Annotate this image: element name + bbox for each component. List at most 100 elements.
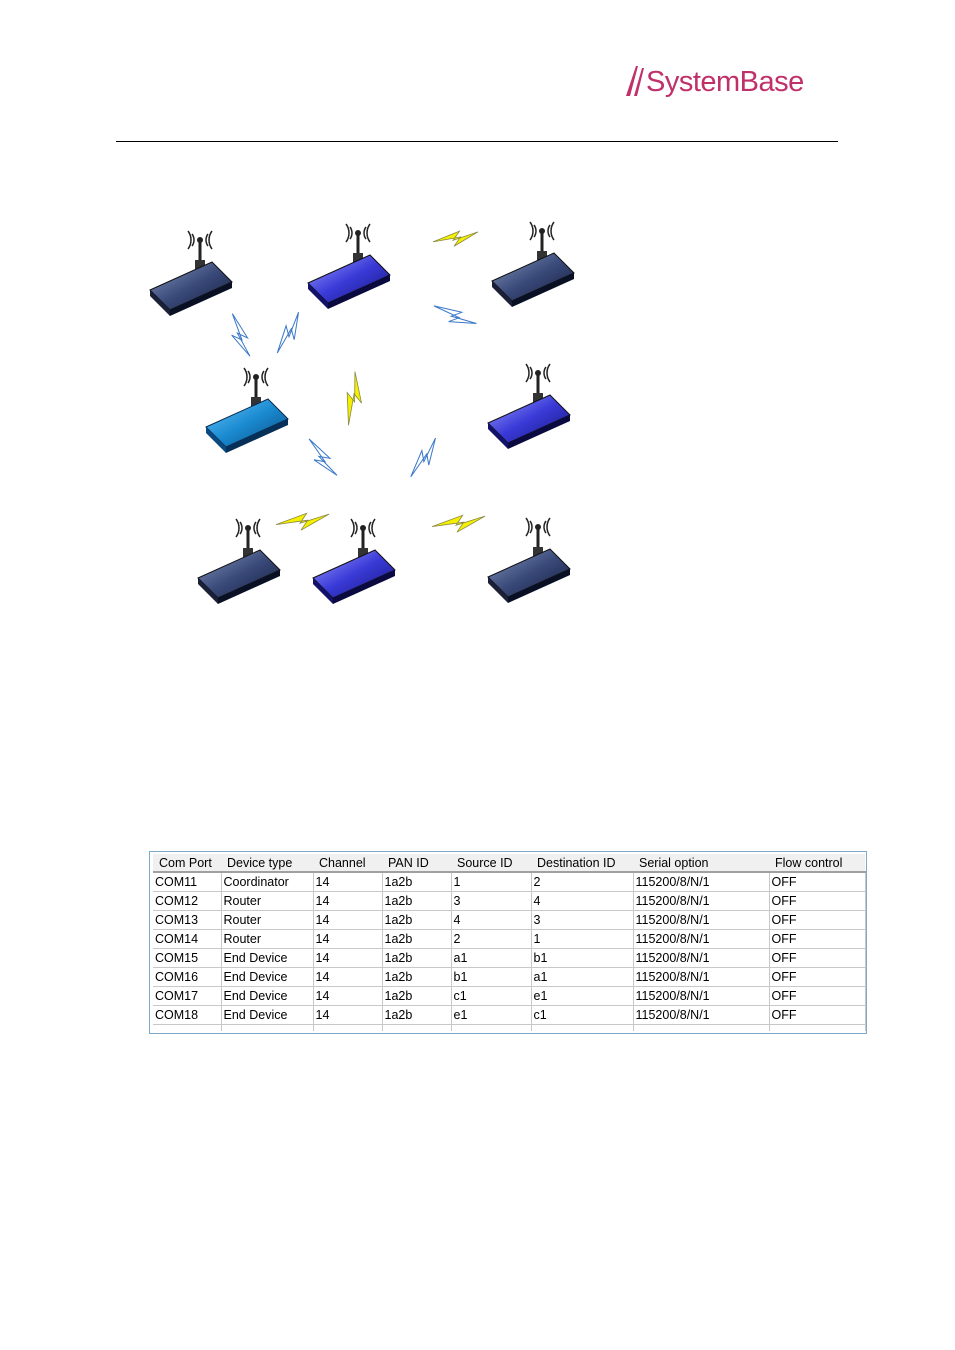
table-cell: 14 [313, 872, 382, 892]
table-cell: 115200/8/N/1 [633, 987, 769, 1006]
table-cell: 1a2b [382, 987, 451, 1006]
column-header[interactable]: Com Port [153, 854, 221, 872]
table-cell: 14 [313, 1006, 382, 1025]
table-cell: b1 [531, 949, 633, 968]
table-cell: a1 [531, 968, 633, 987]
table-row[interactable]: COM14 Router 14 1a2b 2 1 115200/8/N/1 OF… [153, 930, 865, 949]
lightning-bolt-icon [406, 436, 444, 482]
table-cell: COM11 [153, 872, 221, 892]
table-cell: 115200/8/N/1 [633, 1006, 769, 1025]
table-cell: 1a2b [382, 892, 451, 911]
table-cell: 14 [313, 930, 382, 949]
port-config-table: Com Port Device type Channel PAN ID Sour… [149, 851, 867, 1034]
table-cell: OFF [769, 968, 865, 987]
table-cell: 1a2b [382, 930, 451, 949]
table-cell: 4 [531, 892, 633, 911]
lightning-bolt-icon [342, 371, 367, 427]
table-cell: Router [221, 892, 313, 911]
table-cell: COM16 [153, 968, 221, 987]
table-cell: 14 [313, 911, 382, 930]
table-cell: 4 [451, 911, 531, 930]
table-row[interactable]: COM13 Router 14 1a2b 4 3 115200/8/N/1 OF… [153, 911, 865, 930]
table-cell: 3 [451, 892, 531, 911]
table-cell: e1 [451, 1006, 531, 1025]
logo-text: SystemBase [646, 66, 804, 99]
table-cell: OFF [769, 911, 865, 930]
table-cell: 1 [531, 930, 633, 949]
column-header[interactable]: Device type [221, 854, 313, 872]
wireless-router-icon [150, 231, 232, 316]
column-header[interactable]: Source ID [451, 854, 531, 872]
table-cell: 3 [531, 911, 633, 930]
lightning-bolt-icon [431, 300, 479, 332]
lightning-bolt-icon [432, 228, 480, 250]
table-row[interactable]: COM18 End Device 14 1a2b e1 c1 115200/8/… [153, 1006, 865, 1025]
table-row[interactable]: COM11 Coordinator 14 1a2b 1 2 115200/8/N… [153, 872, 865, 892]
table-row[interactable]: COM17 End Device 14 1a2b c1 e1 115200/8/… [153, 987, 865, 1006]
table-cell: c1 [531, 1006, 633, 1025]
table-cell: End Device [221, 1006, 313, 1025]
table-cell: OFF [769, 872, 865, 892]
table-row[interactable]: COM12 Router 14 1a2b 3 4 115200/8/N/1 OF… [153, 892, 865, 911]
table-cell: OFF [769, 987, 865, 1006]
wireless-router-icon [492, 222, 574, 307]
table-cell: 115200/8/N/1 [633, 892, 769, 911]
table-cell: 14 [313, 968, 382, 987]
table-cell: End Device [221, 968, 313, 987]
table-cell: OFF [769, 930, 865, 949]
column-header[interactable]: Destination ID [531, 854, 633, 872]
table-cell: 115200/8/N/1 [633, 911, 769, 930]
wireless-router-icon [206, 368, 288, 453]
table-cell: 1a2b [382, 949, 451, 968]
lightning-bolt-icon [272, 310, 307, 357]
systembase-logo: SystemBase [624, 62, 804, 102]
table-cell: a1 [451, 949, 531, 968]
table-cell: 1a2b [382, 968, 451, 987]
header-divider [116, 141, 838, 142]
table-cell: OFF [769, 1006, 865, 1025]
table-cell: 115200/8/N/1 [633, 930, 769, 949]
zigbee-network-diagram [130, 205, 590, 620]
column-header[interactable]: Flow control [769, 854, 865, 872]
wireless-router-icon [488, 518, 570, 603]
wireless-router-icon [313, 519, 395, 604]
table-cell: 14 [313, 892, 382, 911]
lightning-bolt-icon [431, 512, 487, 535]
table-cell: OFF [769, 949, 865, 968]
table-cell: 115200/8/N/1 [633, 872, 769, 892]
table-cell: 1a2b [382, 872, 451, 892]
table-cell: 115200/8/N/1 [633, 968, 769, 987]
table-row[interactable]: COM15 End Device 14 1a2b a1 b1 115200/8/… [153, 949, 865, 968]
table-cell: 1 [451, 872, 531, 892]
column-header[interactable]: PAN ID [382, 854, 451, 872]
table-cell: 14 [313, 987, 382, 1006]
table-cell: COM14 [153, 930, 221, 949]
table-cell: b1 [451, 968, 531, 987]
table-cell: 1a2b [382, 911, 451, 930]
table-header-row: Com Port Device type Channel PAN ID Sour… [153, 854, 865, 872]
table-cell: End Device [221, 949, 313, 968]
table-cell: COM12 [153, 892, 221, 911]
table-cell: 2 [531, 872, 633, 892]
table-cell: e1 [531, 987, 633, 1006]
wireless-router-icon [488, 364, 570, 449]
table-cell: COM13 [153, 911, 221, 930]
table-cell: Router [221, 911, 313, 930]
column-header[interactable]: Channel [313, 854, 382, 872]
table-cell: 14 [313, 949, 382, 968]
wireless-router-icon [198, 519, 280, 604]
table-cell: COM17 [153, 987, 221, 1006]
logo-mark-icon [624, 62, 648, 98]
table-row[interactable]: COM16 End Device 14 1a2b b1 a1 115200/8/… [153, 968, 865, 987]
table-cell: Router [221, 930, 313, 949]
table-cell: 2 [451, 930, 531, 949]
table-cell: OFF [769, 892, 865, 911]
column-header[interactable]: Serial option [633, 854, 769, 872]
table-cell: Coordinator [221, 872, 313, 892]
lightning-bolt-icon [275, 510, 331, 533]
table-cell: COM15 [153, 949, 221, 968]
lightning-bolt-icon [225, 312, 254, 360]
wireless-router-icon [308, 224, 390, 309]
table-cell: COM18 [153, 1006, 221, 1025]
table-cell: 115200/8/N/1 [633, 949, 769, 968]
